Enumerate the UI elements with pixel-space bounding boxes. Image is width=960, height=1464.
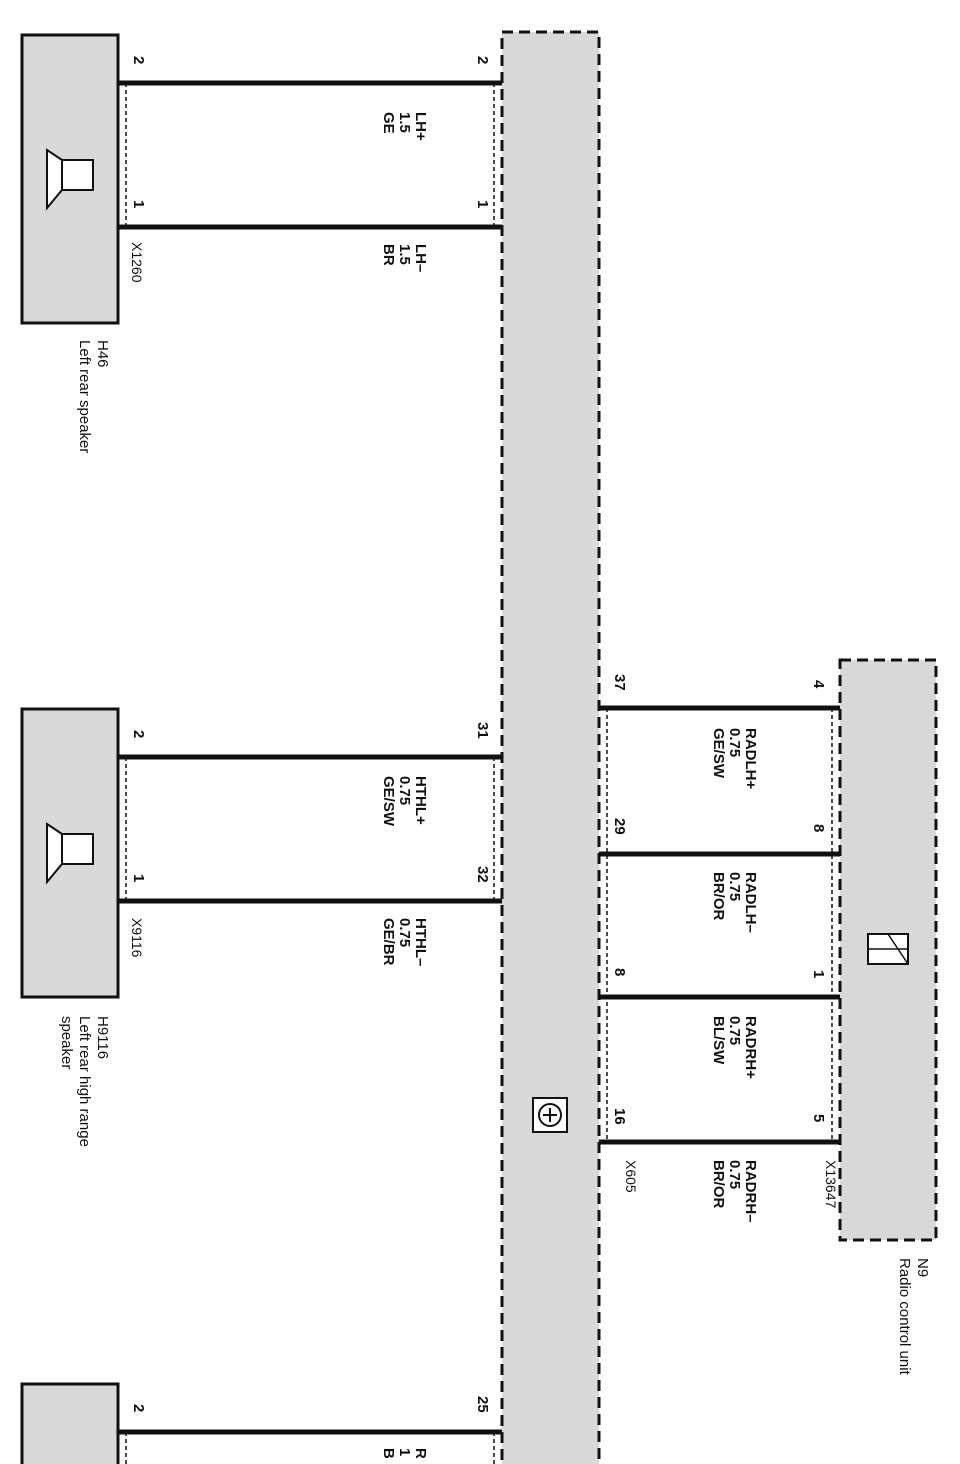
hthl-minus-pin-right: 32: [474, 866, 491, 883]
radrh-plus-signal: RADRH+: [742, 1016, 759, 1079]
wire-hthl-plus: [118, 754, 502, 901]
speaker-icon: [46, 822, 94, 885]
hthl-plus-gauge: 0.75: [396, 776, 413, 805]
lh-plus-pin-right: 2: [474, 56, 491, 64]
speaker-icon: [46, 148, 94, 211]
radlh-plus-pin-harness: 37: [611, 674, 628, 691]
bottom-pin-right: 25: [474, 1396, 491, 1413]
radrh-plus-color: BL/SW: [710, 1016, 727, 1065]
lh-minus-signal: LH–: [412, 244, 429, 272]
radlh-minus-pin-unit: 8: [810, 824, 827, 832]
hthl-plus-pin-left: 2: [130, 730, 147, 738]
lh-plus-gauge: 1.5: [396, 112, 413, 133]
hthl-minus-gauge: 0.75: [396, 918, 413, 947]
radrh-minus-signal: RADRH–: [742, 1160, 759, 1223]
hthl-minus-signal: HTHL–: [412, 918, 429, 966]
radlh-plus-pin-unit: 4: [810, 680, 827, 689]
wire-bottom: [118, 1429, 502, 1464]
hthl-plus-color: GE/SW: [380, 776, 397, 827]
radrh-plus-pin-unit: 1: [810, 970, 827, 978]
radrh-minus-pin-harness: 16: [611, 1108, 628, 1125]
harness-strip: [500, 30, 601, 1464]
wire-lh-plus: [118, 80, 502, 227]
radlh-plus-signal: RADLH+: [742, 728, 759, 789]
radlh-minus-pin-harness: 29: [611, 818, 628, 835]
lh-minus-gauge: 1.5: [396, 244, 413, 265]
ground-symbol-icon: [532, 1097, 568, 1133]
hthl-plus-pin-right: 31: [474, 722, 491, 739]
radlh-minus-gauge: 0.75: [726, 872, 743, 901]
lh-minus-pin-right: 1: [474, 200, 491, 208]
lh-plus-color: GE: [380, 112, 397, 134]
h46-id: H46: [94, 340, 111, 368]
radlh-plus-gauge: 0.75: [726, 728, 743, 757]
hthl-plus-signal: HTHL+: [412, 776, 429, 825]
n9-name: Radio control unit: [896, 1258, 913, 1376]
radrh-plus-gauge: 0.75: [726, 1016, 743, 1045]
h9116-name-line1: Left rear high range: [76, 1016, 93, 1147]
h9116-name-line2: speaker: [58, 1016, 75, 1069]
harness-connector-x605: X605: [623, 1160, 639, 1193]
hthl-minus-color: GE/BR: [380, 918, 397, 966]
radrh-minus-pin-unit: 5: [810, 1114, 827, 1122]
bottom-gauge-partial: 1: [396, 1448, 413, 1456]
bottom-color-partial: B: [380, 1448, 397, 1459]
h46-name: Left rear speaker: [76, 340, 93, 453]
bottom-signal-partial: R: [412, 1448, 429, 1459]
radlh-plus-color: GE/SW: [710, 728, 727, 779]
lh-plus-pin-left: 2: [130, 56, 147, 64]
wire-radlh-plus: [599, 705, 840, 1142]
radrh-minus-gauge: 0.75: [726, 1160, 743, 1189]
h9116-id: H9116: [94, 1016, 111, 1059]
hthl-minus-pin-left: 1: [130, 874, 147, 882]
lh-minus-pin-left: 1: [130, 200, 147, 208]
h46-connector: X1260: [129, 242, 145, 283]
h9116-connector: X9116: [129, 918, 145, 958]
n9-id: N9: [914, 1258, 931, 1277]
radlh-minus-signal: RADLH–: [742, 872, 759, 933]
lh-minus-color: BR: [380, 244, 397, 266]
bottom-component-box: [20, 1382, 120, 1464]
radrh-plus-pin-harness: 8: [611, 968, 628, 976]
bottom-pin-left: 2: [130, 1404, 147, 1412]
radio-unit-icon: [867, 933, 909, 965]
n9-connector: X13647: [823, 1160, 839, 1208]
radlh-minus-color: BR/OR: [710, 872, 727, 921]
radrh-minus-color: BR/OR: [710, 1160, 727, 1209]
lh-plus-signal: LH+: [412, 112, 429, 141]
